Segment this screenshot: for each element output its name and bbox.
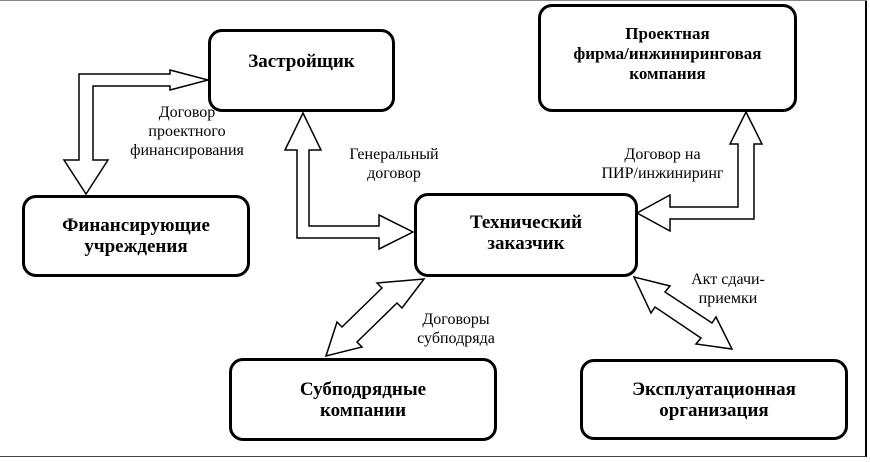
operator-box: Эксплуатационная организация: [580, 359, 848, 440]
general-contract-arrow: [283, 111, 415, 251]
general-contract-label: Генеральный договор: [349, 146, 439, 182]
developer-box: Застройщик: [208, 29, 395, 112]
acceptance-arrow: [632, 275, 734, 350]
subcontract-arrow: [324, 278, 426, 358]
design-firm-box: Проектная фирма/инжиниринговая компания: [538, 4, 797, 112]
project-financing-label: Договор проектного финансирования: [130, 104, 244, 159]
subcontractors-box: Субподрядные компании: [229, 358, 497, 441]
design-contract-label: Договор на ПИР/инжиниринг: [601, 146, 724, 182]
acceptance-act-label: Акт сдачи- приемки: [691, 271, 765, 307]
financing-arrow: [62, 69, 211, 196]
subcontracts-label: Договоры субподряда: [417, 311, 495, 347]
tech-customer-box: Технический заказчик: [414, 193, 638, 277]
finance-box: Финансирующие учреждения: [22, 195, 250, 277]
diagram-frame-top: [0, 0, 867, 1]
